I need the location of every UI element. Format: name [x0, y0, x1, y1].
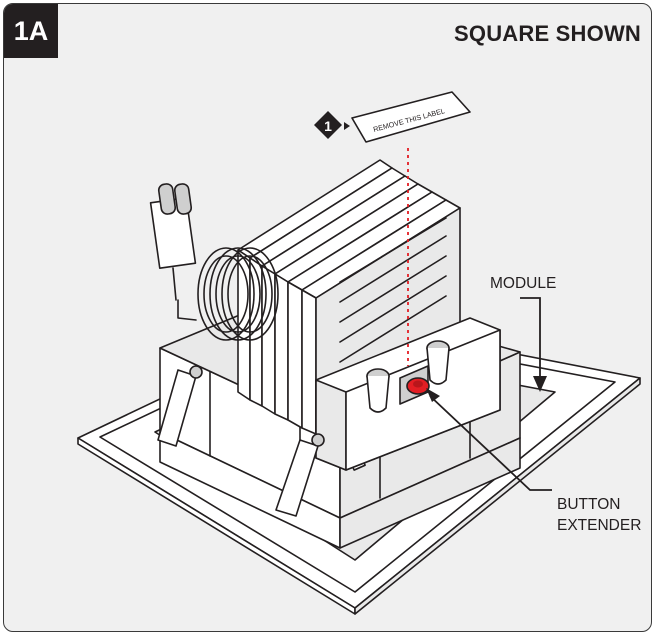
mounting-clips: [157, 365, 325, 517]
button-leader: [426, 388, 552, 491]
step-badge: 1A: [4, 4, 58, 58]
wire-coil: [177, 247, 279, 341]
button-extender-callout-line2: EXTENDER: [557, 517, 642, 534]
heat-sink: [237, 159, 461, 435]
module-callout: MODULE: [490, 275, 557, 292]
module-leader: [520, 297, 547, 392]
step-marker-number: 1: [324, 118, 332, 134]
button-extender: [406, 377, 430, 395]
button-extender-callout-line1: BUTTON: [557, 496, 621, 513]
step-marker: 1: [314, 111, 350, 139]
remove-label-sticker: REMOVE THIS LABEL: [351, 91, 471, 143]
connector-plug: [149, 183, 197, 301]
figure-heading: SQUARE SHOWN: [454, 21, 641, 46]
